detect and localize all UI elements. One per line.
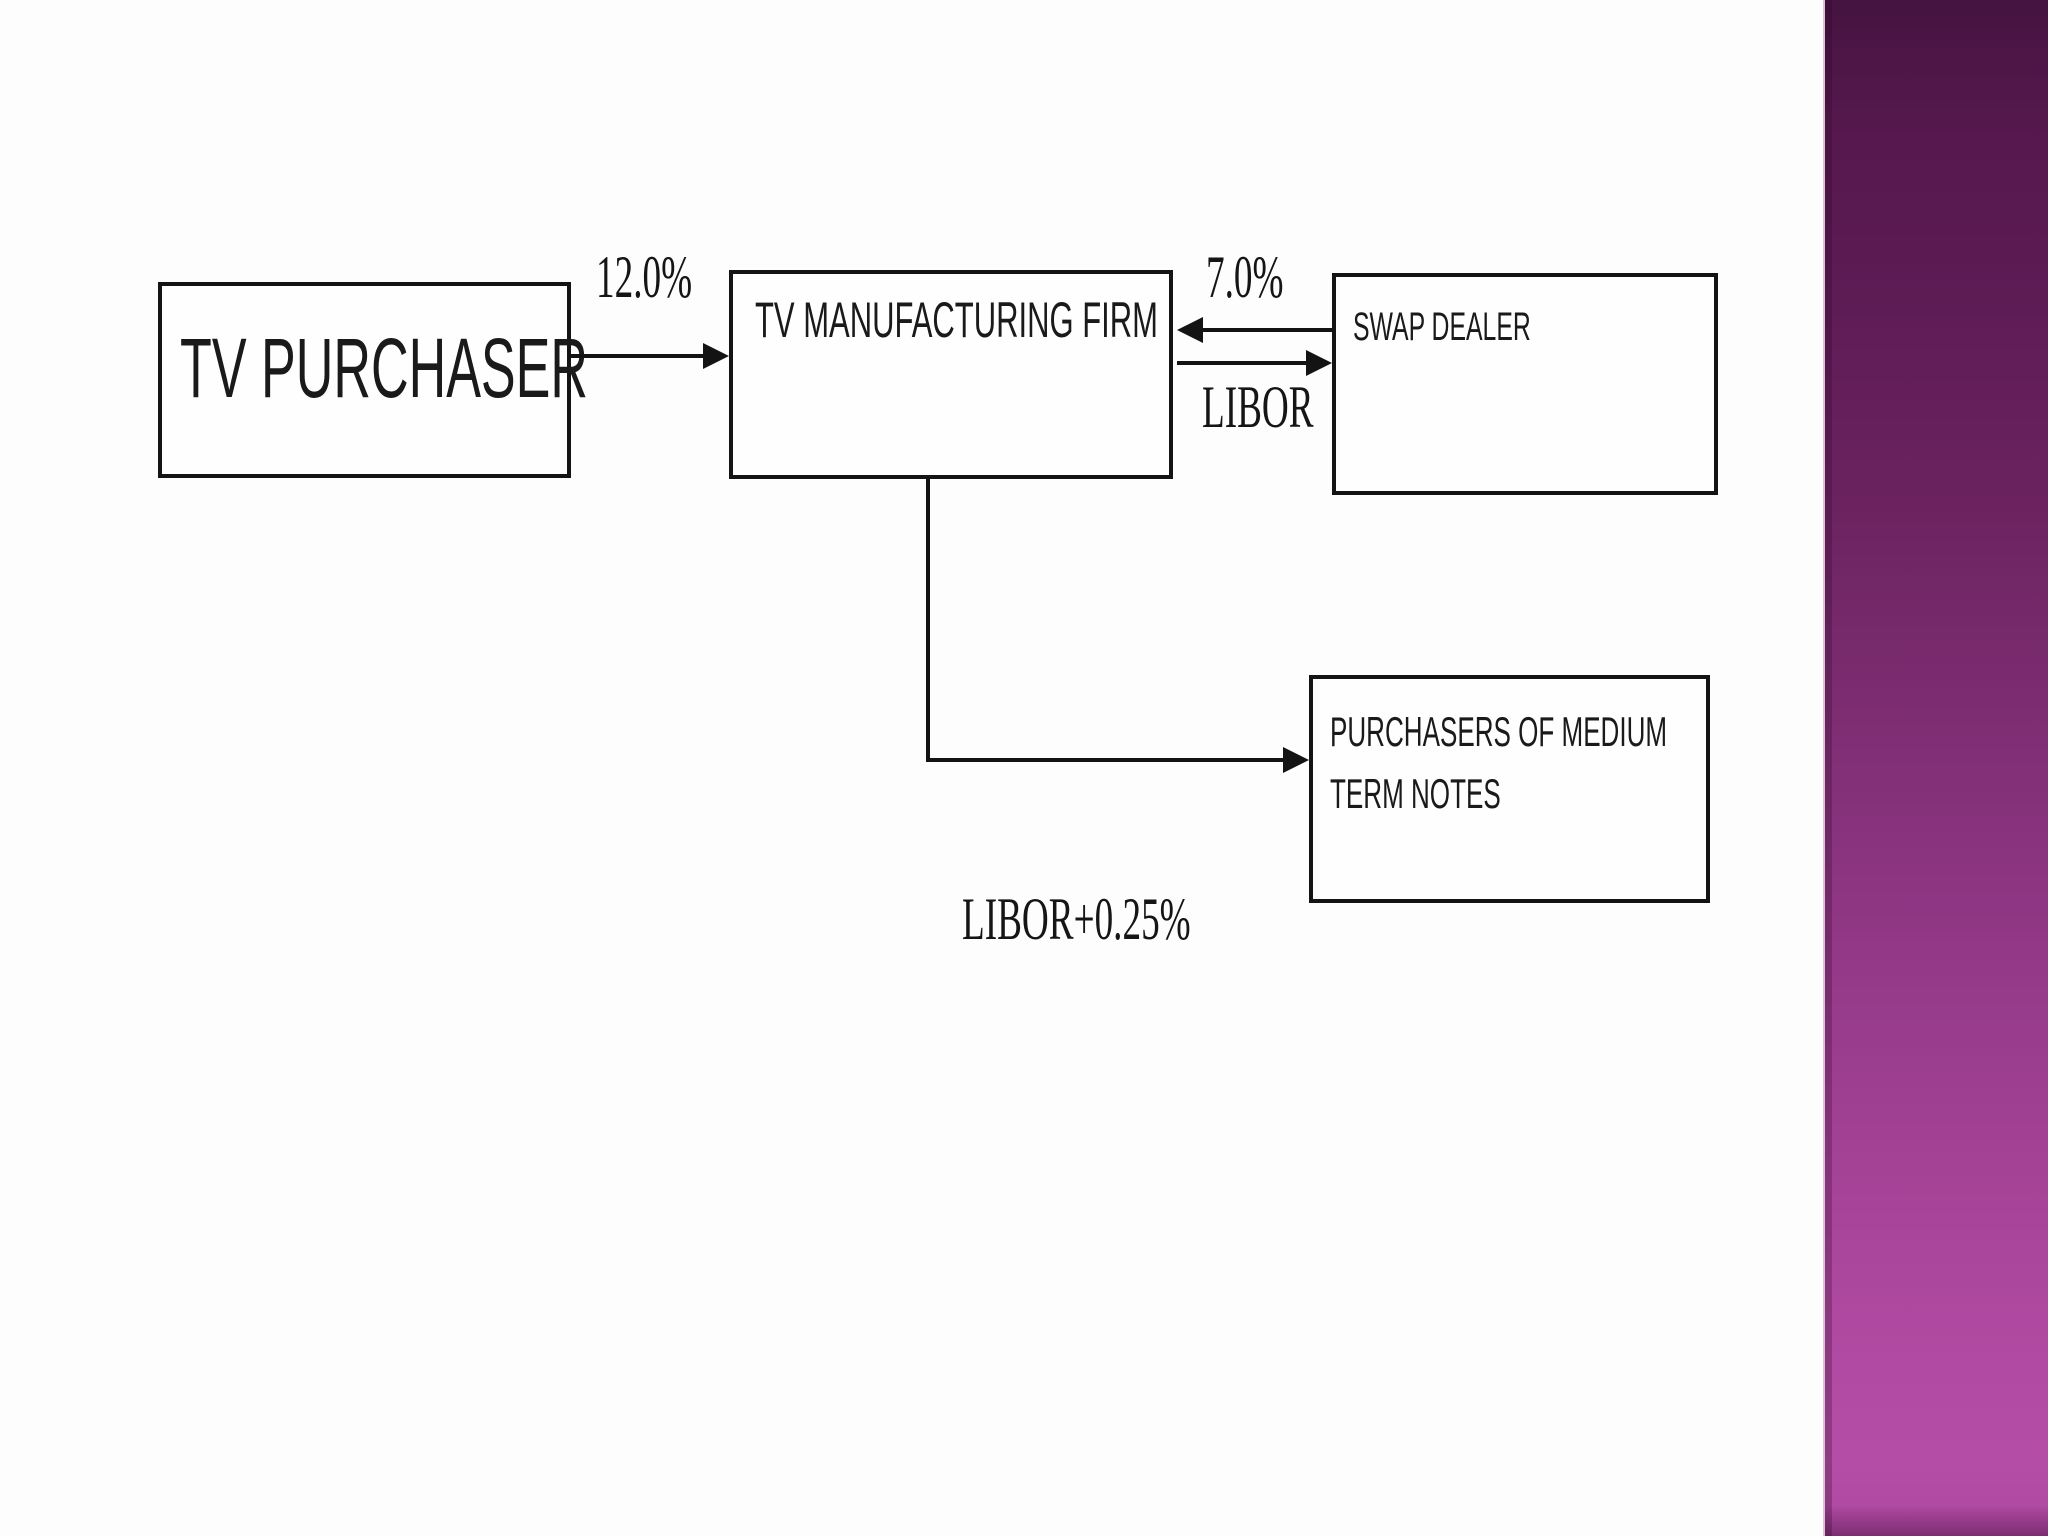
node-swap-dealer: SWAP DEALER xyxy=(1332,273,1718,495)
node-swap-dealer-label: SWAP DEALER xyxy=(1353,305,1531,349)
slide-accent-bar xyxy=(1823,0,2048,1536)
connector-swapdealer-to-firm xyxy=(1201,328,1332,332)
node-purchasers-of-medium-term-notes: PURCHASERS OF MEDIUM TERM NOTES xyxy=(1309,675,1710,903)
rate-label-7-percent: 7.0% xyxy=(1206,244,1284,310)
rate-label-12-percent: 12.0% xyxy=(596,244,693,310)
rate-label-libor: LIBOR xyxy=(1202,374,1314,440)
connector-tvpurchaser-to-firm xyxy=(571,354,705,358)
node-tv-purchaser: TV PURCHASER xyxy=(158,282,588,478)
node-tv-purchaser-label: TV PURCHASER xyxy=(180,321,589,415)
node-purchasers-label-line2: TERM NOTES xyxy=(1330,770,1501,817)
arrowhead-left-icon xyxy=(1177,317,1203,343)
node-tv-manufacturing-firm: TV MANUFACTURING FIRM xyxy=(729,270,1173,479)
arrowhead-right-icon xyxy=(703,343,729,369)
arrowhead-right-icon xyxy=(1306,350,1332,376)
connector-firm-drop-vertical xyxy=(926,479,930,760)
node-purchasers-label-line1: PURCHASERS OF MEDIUM xyxy=(1330,708,1668,755)
connector-firm-to-swapdealer xyxy=(1177,361,1307,365)
connector-firm-to-purchasers xyxy=(926,758,1284,762)
arrowhead-right-icon xyxy=(1283,747,1309,773)
node-tv-manufacturing-firm-label: TV MANUFACTURING FIRM xyxy=(755,292,1158,348)
rate-label-libor-plus-025: LIBOR+0.25% xyxy=(962,886,1191,952)
